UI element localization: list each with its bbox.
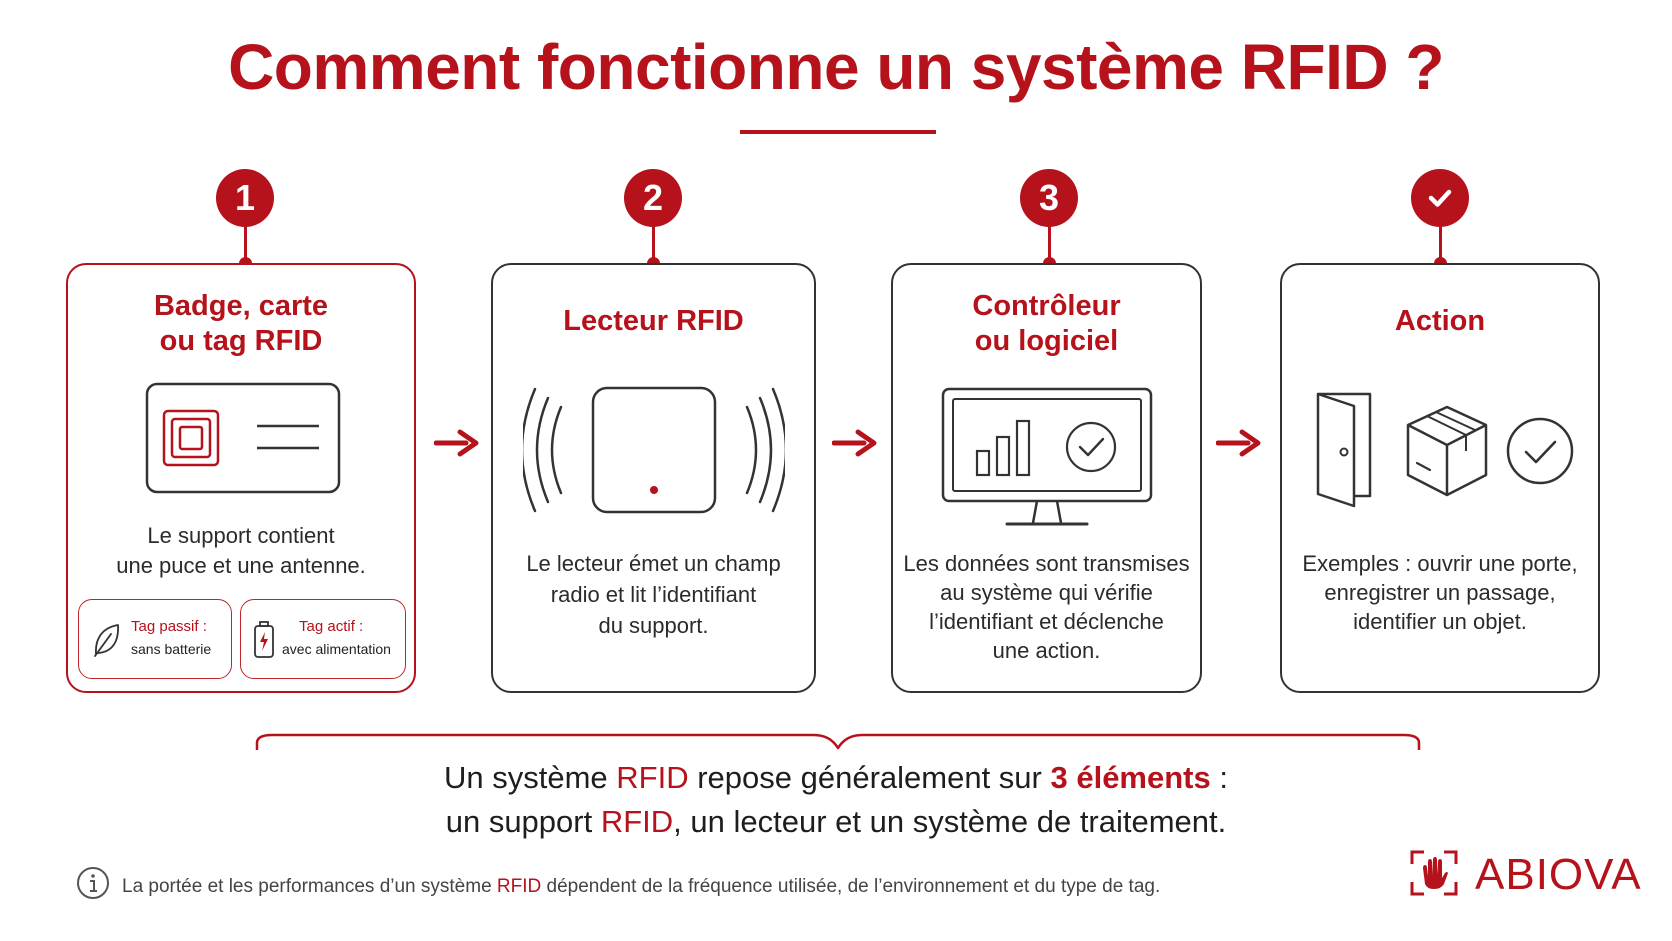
card-3-text-line4: une action.: [992, 638, 1101, 663]
step-3-connector: [1048, 227, 1051, 261]
card-3-text-line1: Les données sont transmises: [903, 551, 1190, 576]
card-4-text-line1: Exemples : ouvrir une porte,: [1302, 551, 1578, 576]
summary-line-2: un support RFID, un lecteur et un systèm…: [0, 800, 1672, 844]
card-3-text-line3: l’identifiant et déclenche: [929, 609, 1164, 634]
door-icon: [1316, 392, 1372, 508]
title-underline: [740, 130, 936, 134]
summary-text: Un système: [444, 760, 617, 795]
footnote-text: La portée et les performances d’un systè…: [122, 876, 497, 897]
step-1-connector: [244, 227, 247, 261]
info-icon: [77, 867, 109, 899]
card-1-text-line1: Le support contient: [147, 523, 335, 548]
summary-line-1: Un système RFID repose généralement sur …: [0, 756, 1672, 800]
rfid-card-icon: [145, 382, 341, 494]
package-icon: [1406, 405, 1488, 497]
card-badge-tag: Badge, carte ou tag RFID Le support cont…: [66, 263, 416, 693]
card-3-title-line1: Contrôleur: [972, 290, 1121, 322]
card-action: Action Exemples : ouvrir une porte, enre…: [1280, 263, 1600, 693]
step-2-badge: 2: [624, 169, 682, 227]
rfid-reader-icon: [523, 386, 785, 514]
battery-icon: [254, 621, 274, 658]
step-1-badge: 1: [216, 169, 274, 227]
summary-brace: [255, 733, 1421, 750]
summary-text: repose généralement sur: [688, 760, 1051, 795]
card-controller: Contrôleur ou logiciel Les données sont …: [891, 263, 1202, 693]
tag-passive-subtitle: sans batterie: [131, 641, 212, 657]
page-title: Comment fonctionne un système RFID ?: [228, 31, 1444, 103]
card-3-title-line2: ou logiciel: [974, 325, 1119, 357]
summary-highlight: RFID: [600, 804, 674, 839]
footnote-text: dépendent de la fréquence utilisée, de l…: [541, 876, 1161, 897]
monitor-icon: [941, 387, 1153, 526]
card-4-text-line3: identifier un objet.: [1353, 609, 1527, 634]
summary-text: :: [1210, 760, 1228, 795]
leaf-icon: [94, 624, 119, 657]
footnote-highlight: RFID: [496, 876, 542, 897]
tag-active-subtitle: avec alimentation: [282, 641, 391, 657]
card-2-text-line1: Le lecteur émet un champ: [526, 551, 781, 576]
card-3-text-line2: au système qui vérifie: [940, 580, 1153, 605]
card-4-title: Action: [1394, 305, 1486, 337]
card-1-title-line1: Badge, carte: [153, 290, 329, 322]
card-2-title: Lecteur RFID: [563, 305, 744, 337]
step-3-badge: 3: [1020, 169, 1078, 227]
tag-passive-title: Tag passif :: [131, 618, 207, 635]
brand-logo-icon: [1410, 850, 1458, 896]
footnote: La portée et les performances d’un systè…: [122, 876, 1160, 898]
step-2-connector: [652, 227, 655, 261]
card-4-text-line2: enregistrer un passage,: [1324, 580, 1556, 605]
summary-text: , un lecteur et un système de traitement…: [673, 804, 1227, 839]
arrow-right-icon: [434, 429, 479, 457]
card-2-text-line2: radio et lit l’identifiant: [550, 582, 757, 607]
card-2-text-line3: du support.: [598, 613, 709, 638]
tag-active-pill: Tag actif : avec alimentation: [240, 599, 406, 679]
brand-name: ABIOVA: [1475, 850, 1642, 899]
summary-highlight: 3 éléments: [1050, 760, 1211, 795]
card-1-title-line2: ou tag RFID: [159, 325, 323, 357]
summary-highlight: RFID: [616, 760, 689, 795]
tag-passive-pill: Tag passif : sans batterie: [78, 599, 232, 679]
step-4-badge: [1411, 169, 1469, 227]
checkmark-icon: [1428, 189, 1452, 207]
card-1-text-line2: une puce et une antenne.: [116, 553, 366, 578]
check-circle-icon: [1506, 417, 1574, 485]
summary-text: un support: [445, 804, 601, 839]
card-reader: Lecteur RFID Le lecteur émet un champ ra…: [491, 263, 816, 693]
step-4-connector: [1439, 227, 1442, 261]
arrow-right-icon: [1216, 429, 1261, 457]
tag-active-title: Tag actif :: [299, 618, 364, 635]
arrow-right-icon: [832, 429, 877, 457]
